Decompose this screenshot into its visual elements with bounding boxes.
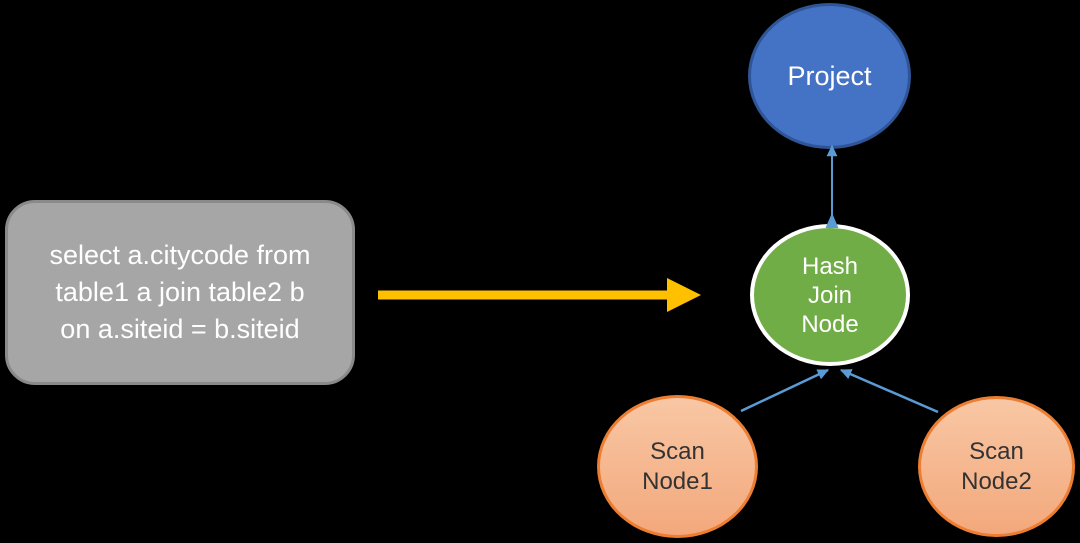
node-hash-join: Hash Join Node (750, 224, 910, 366)
node-hash-join-line-1: Hash (801, 252, 859, 280)
sql-line-2: table1 a join table2 b (55, 277, 305, 307)
edge-scan2-hashjoin (840, 368, 939, 414)
node-project-label: Project (787, 60, 872, 91)
node-hash-join-line-2: Join (807, 281, 853, 309)
sql-line-1: select a.citycode from (49, 240, 311, 270)
node-project: Project (748, 3, 911, 149)
node-scan2-line-2: Node2 (961, 467, 1032, 495)
edge-scan1-hashjoin (740, 368, 829, 413)
node-scan2-line-1: Scan (969, 437, 1024, 465)
flow-arrow-head-icon (667, 278, 701, 312)
sql-line-3: on a.siteid = b.siteid (60, 314, 300, 344)
sql-query-box: select a.citycode from table1 a join tab… (5, 200, 355, 385)
node-scan1: Scan Node1 (597, 395, 758, 538)
node-scan2: Scan Node2 (918, 396, 1075, 537)
node-scan1-line-2: Node1 (642, 467, 713, 495)
node-hash-join-line-3: Node (801, 310, 859, 338)
node-scan1-line-1: Scan (650, 437, 705, 465)
